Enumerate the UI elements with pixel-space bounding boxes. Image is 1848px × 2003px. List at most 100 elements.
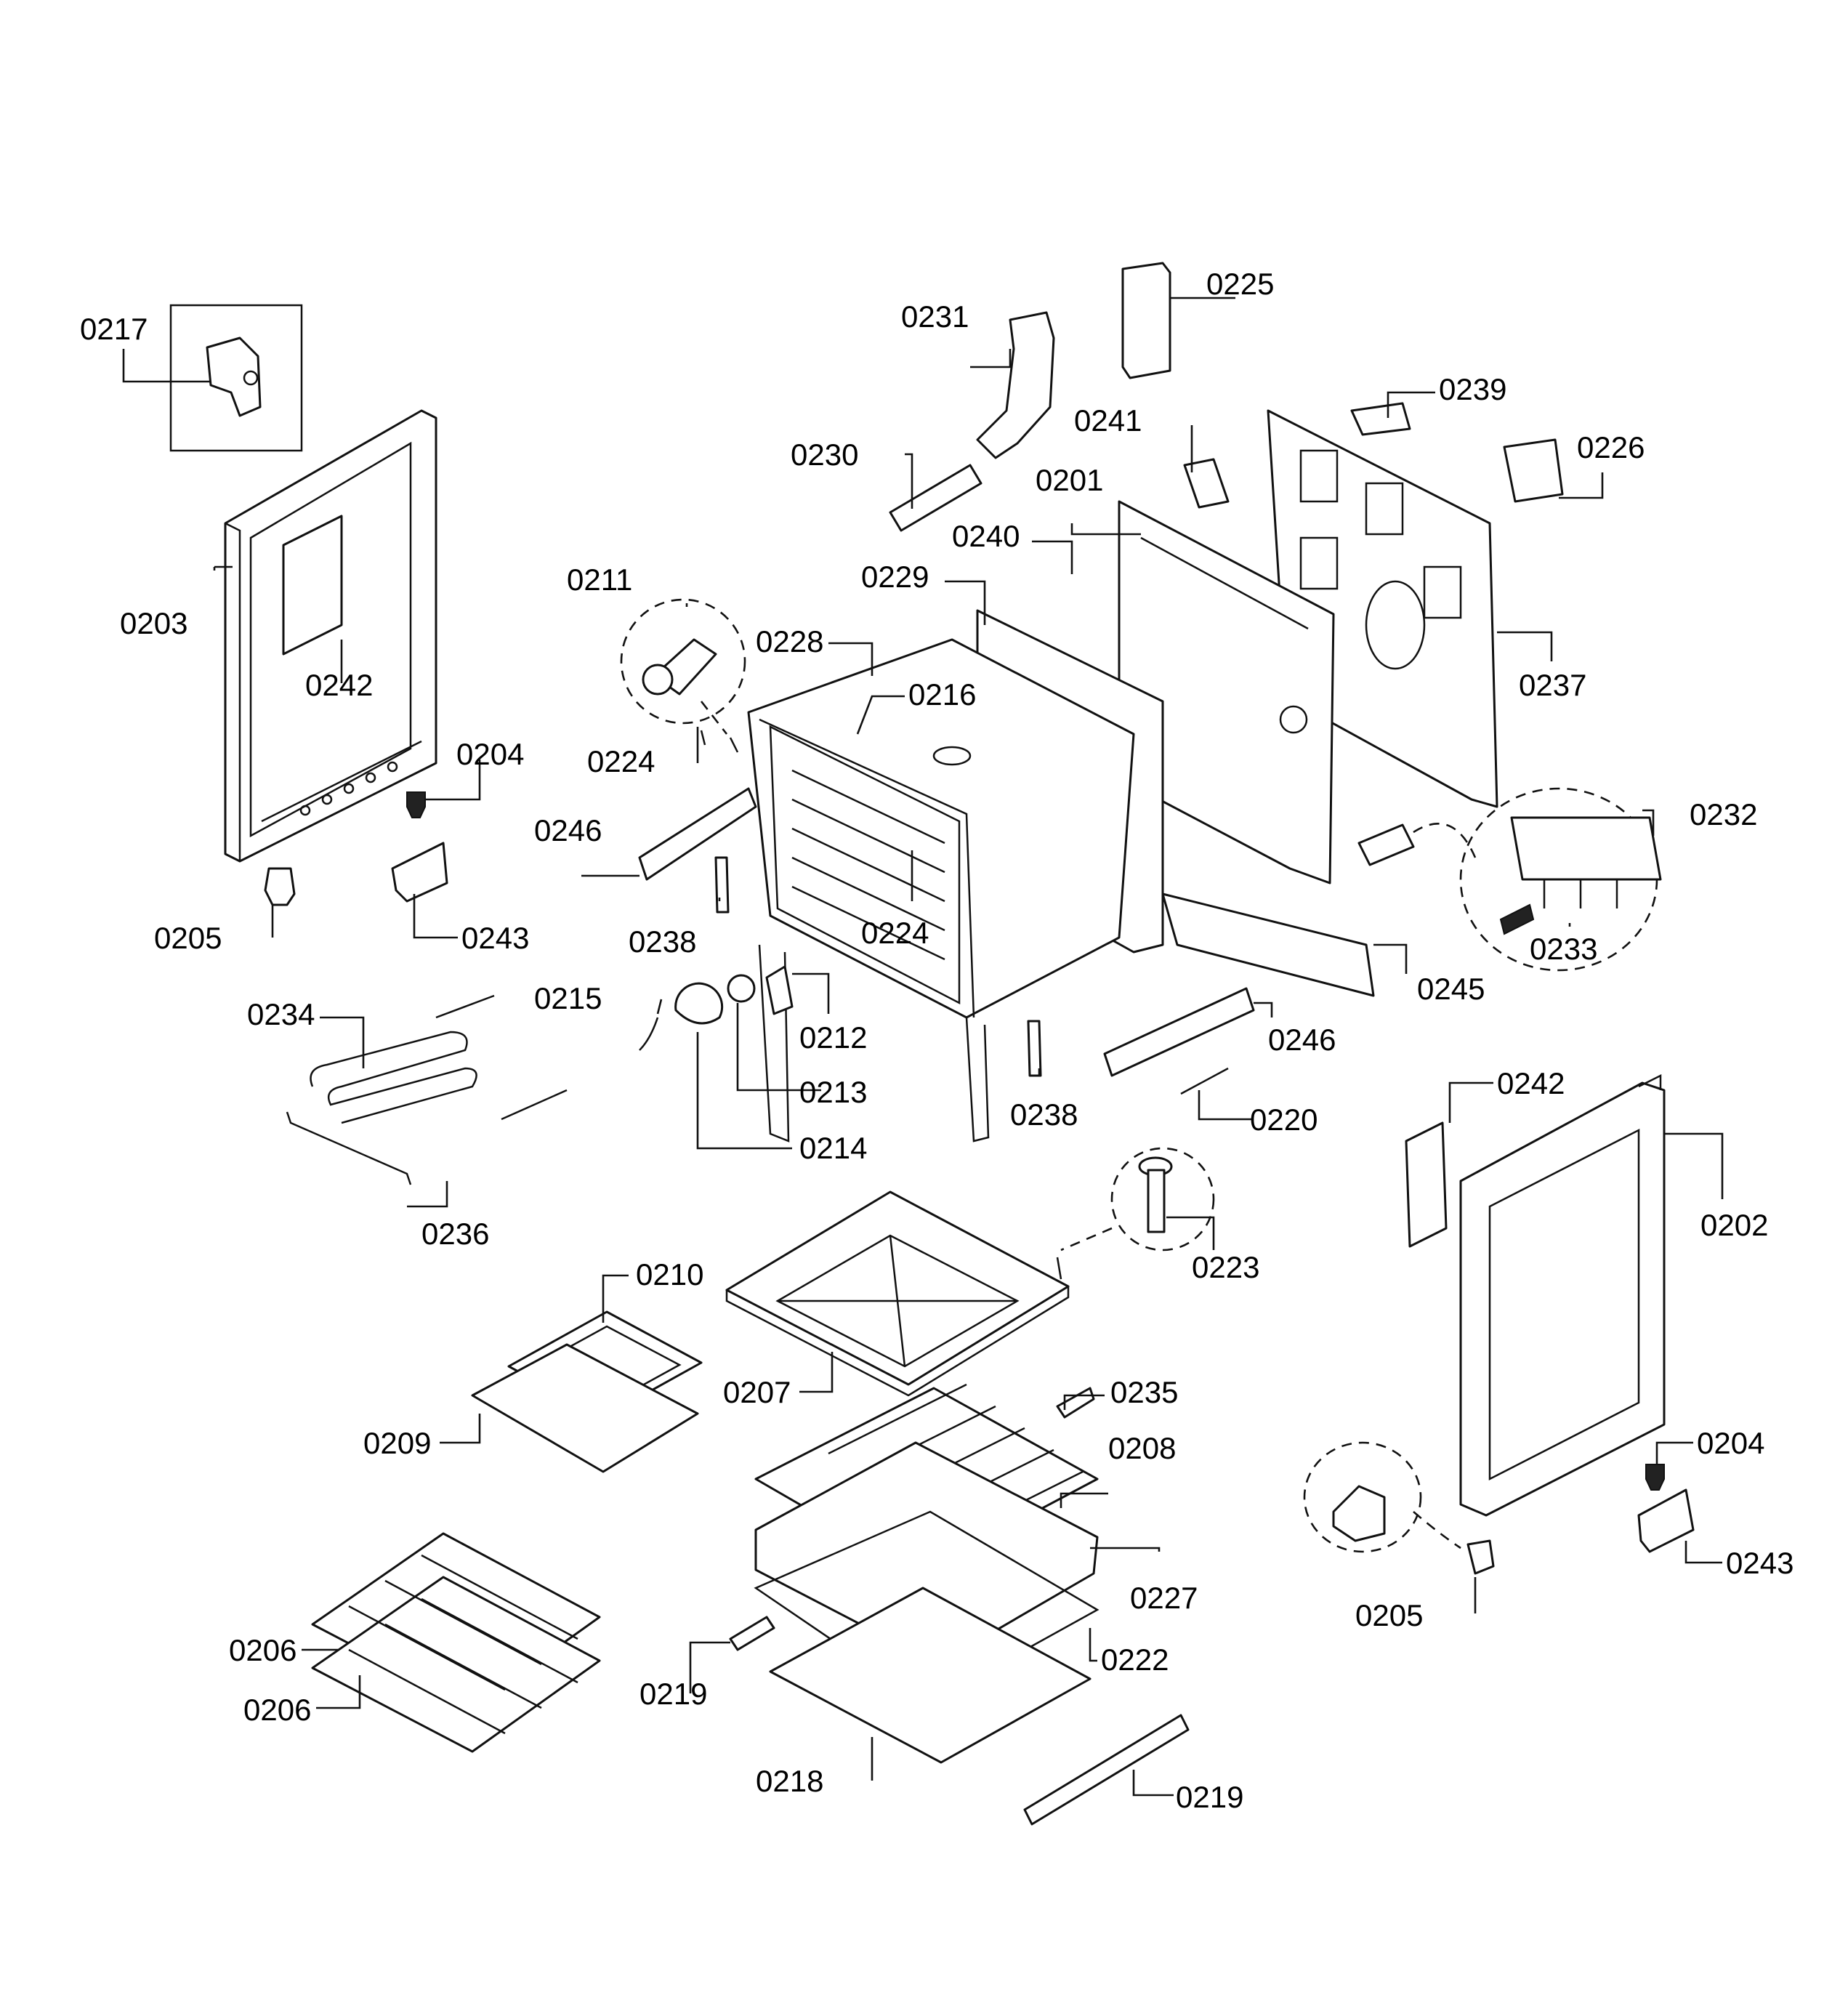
- right-side-panel-0202: [1459, 1073, 1666, 1517]
- clip-0235: [1056, 1387, 1095, 1419]
- callout-0217: 0217: [80, 312, 148, 346]
- broiler-pan-0209: [471, 1343, 699, 1473]
- screw-0233: [1499, 903, 1535, 935]
- clip-0238-right: [1027, 1020, 1042, 1077]
- callout-0240: 0240: [952, 519, 1020, 553]
- insulation-0227: [754, 1441, 1099, 1666]
- callout-0223: 0223: [1192, 1250, 1259, 1284]
- hinge-group-0205-right: [1303, 1441, 1495, 1575]
- callout-0234: 0234: [247, 997, 315, 1031]
- callout-0215: 0215: [534, 981, 602, 1015]
- bracket-0243-left: [391, 842, 448, 903]
- plate-0239: [1350, 402, 1411, 436]
- callout-0225: 0225: [1206, 267, 1274, 301]
- bolt-0223: [1056, 1147, 1215, 1280]
- hinge-0205-left: [264, 867, 296, 906]
- callout-0238-left: 0238: [629, 924, 696, 959]
- callout-0212: 0212: [799, 1020, 867, 1055]
- duct-0231: [976, 311, 1055, 459]
- callout-0205-left: 0205: [154, 921, 222, 955]
- rail-0246-left: [638, 787, 757, 881]
- callout-0216: 0216: [908, 677, 976, 712]
- callout-0241: 0241: [1074, 403, 1142, 438]
- callout-0231: 0231: [901, 299, 969, 334]
- slide-0219-left: [729, 1616, 775, 1651]
- channel-0245: [1161, 892, 1375, 997]
- callout-0243-right: 0243: [1726, 1546, 1793, 1580]
- callout-0211: 0211: [567, 563, 632, 597]
- left-side-panel: [224, 409, 437, 863]
- callout-0220: 0220: [1250, 1103, 1318, 1137]
- callout-0236: 0236: [421, 1217, 489, 1251]
- screws-0224-top: [700, 730, 739, 753]
- wire-0215: [639, 1017, 659, 1051]
- callout-0224-mid: 0224: [861, 916, 929, 950]
- callout-0207: 0207: [723, 1375, 791, 1409]
- rail-0246-right: [1103, 987, 1255, 1077]
- callout-0213: 0213: [799, 1075, 867, 1109]
- callout-0233: 0233: [1530, 932, 1597, 966]
- callout-0208: 0208: [1108, 1431, 1176, 1465]
- screw-0204-left: [406, 791, 426, 818]
- light-socket-0211: [620, 598, 746, 735]
- callout-0230: 0230: [791, 438, 858, 472]
- callout-0232: 0232: [1690, 797, 1757, 831]
- callout-0201: 0201: [1036, 463, 1103, 497]
- terminal-block-0232: [1357, 787, 1662, 972]
- callout-0238-right: 0238: [1010, 1097, 1078, 1132]
- callout-0246-left: 0246: [534, 813, 602, 847]
- oven-cavity-0228: [747, 638, 1135, 1142]
- callout-0226: 0226: [1577, 430, 1645, 464]
- callout-0229: 0229: [861, 560, 929, 594]
- callout-0219-right: 0219: [1176, 1780, 1243, 1814]
- bracket-0241: [1183, 458, 1230, 509]
- bracket-0243-right: [1637, 1488, 1695, 1553]
- bake-element-0234: [310, 994, 568, 1124]
- callout-0222: 0222: [1101, 1643, 1169, 1677]
- callout-labels: 0217 0203 0242 0204 0205 0243 0231 0225 …: [80, 267, 1793, 1814]
- callout-0242-right: 0242: [1497, 1066, 1565, 1100]
- duct-0230: [889, 464, 982, 532]
- callout-0239: 0239: [1439, 372, 1506, 406]
- back-frame-0201: [1118, 500, 1335, 884]
- callout-0237: 0237: [1519, 668, 1586, 702]
- wire-0236: [286, 1111, 412, 1185]
- callout-0203: 0203: [120, 606, 187, 640]
- pin-0220: [1180, 1067, 1229, 1095]
- callout-0210: 0210: [636, 1257, 703, 1291]
- callout-0246-right: 0246: [1268, 1023, 1336, 1057]
- callout-0235: 0235: [1110, 1375, 1178, 1409]
- callout-0206-lower: 0206: [243, 1693, 311, 1727]
- callout-0245: 0245: [1417, 972, 1485, 1006]
- clip-0238-left: [714, 856, 730, 914]
- callout-0242-left: 0242: [305, 668, 373, 702]
- callout-0219-left: 0219: [639, 1677, 707, 1711]
- callout-0205-right: 0205: [1355, 1598, 1423, 1632]
- inset-box-0217: [169, 304, 303, 452]
- parts-drawing: [169, 262, 1695, 1826]
- callout-0204-right: 0204: [1697, 1426, 1764, 1460]
- vent-0226: [1503, 438, 1564, 503]
- callout-0202: 0202: [1700, 1208, 1768, 1242]
- bottom-panel-0207: [725, 1190, 1070, 1397]
- callout-0214: 0214: [799, 1131, 867, 1165]
- callout-0227: 0227: [1130, 1581, 1198, 1615]
- callout-0228: 0228: [756, 624, 823, 658]
- callout-0243-left: 0243: [461, 921, 529, 955]
- callout-0224-top: 0224: [587, 744, 655, 778]
- bulb-0213: [727, 974, 756, 1003]
- callout-0209: 0209: [363, 1426, 431, 1460]
- leader-lines: [122, 297, 1724, 1797]
- lens-0214: [674, 982, 724, 1025]
- oven-racks-0206: [311, 1532, 601, 1753]
- callout-0204-left: 0204: [456, 737, 524, 771]
- callout-0218: 0218: [756, 1764, 823, 1798]
- socket-0212: [765, 965, 794, 1015]
- callout-0206-upper: 0206: [229, 1633, 296, 1667]
- bracket-0242-right: [1405, 1121, 1448, 1248]
- bottom-cover-0218: [769, 1587, 1092, 1764]
- box-0225: [1121, 262, 1171, 379]
- slide-0219-right: [1023, 1714, 1190, 1826]
- screw-0204-right: [1645, 1464, 1665, 1491]
